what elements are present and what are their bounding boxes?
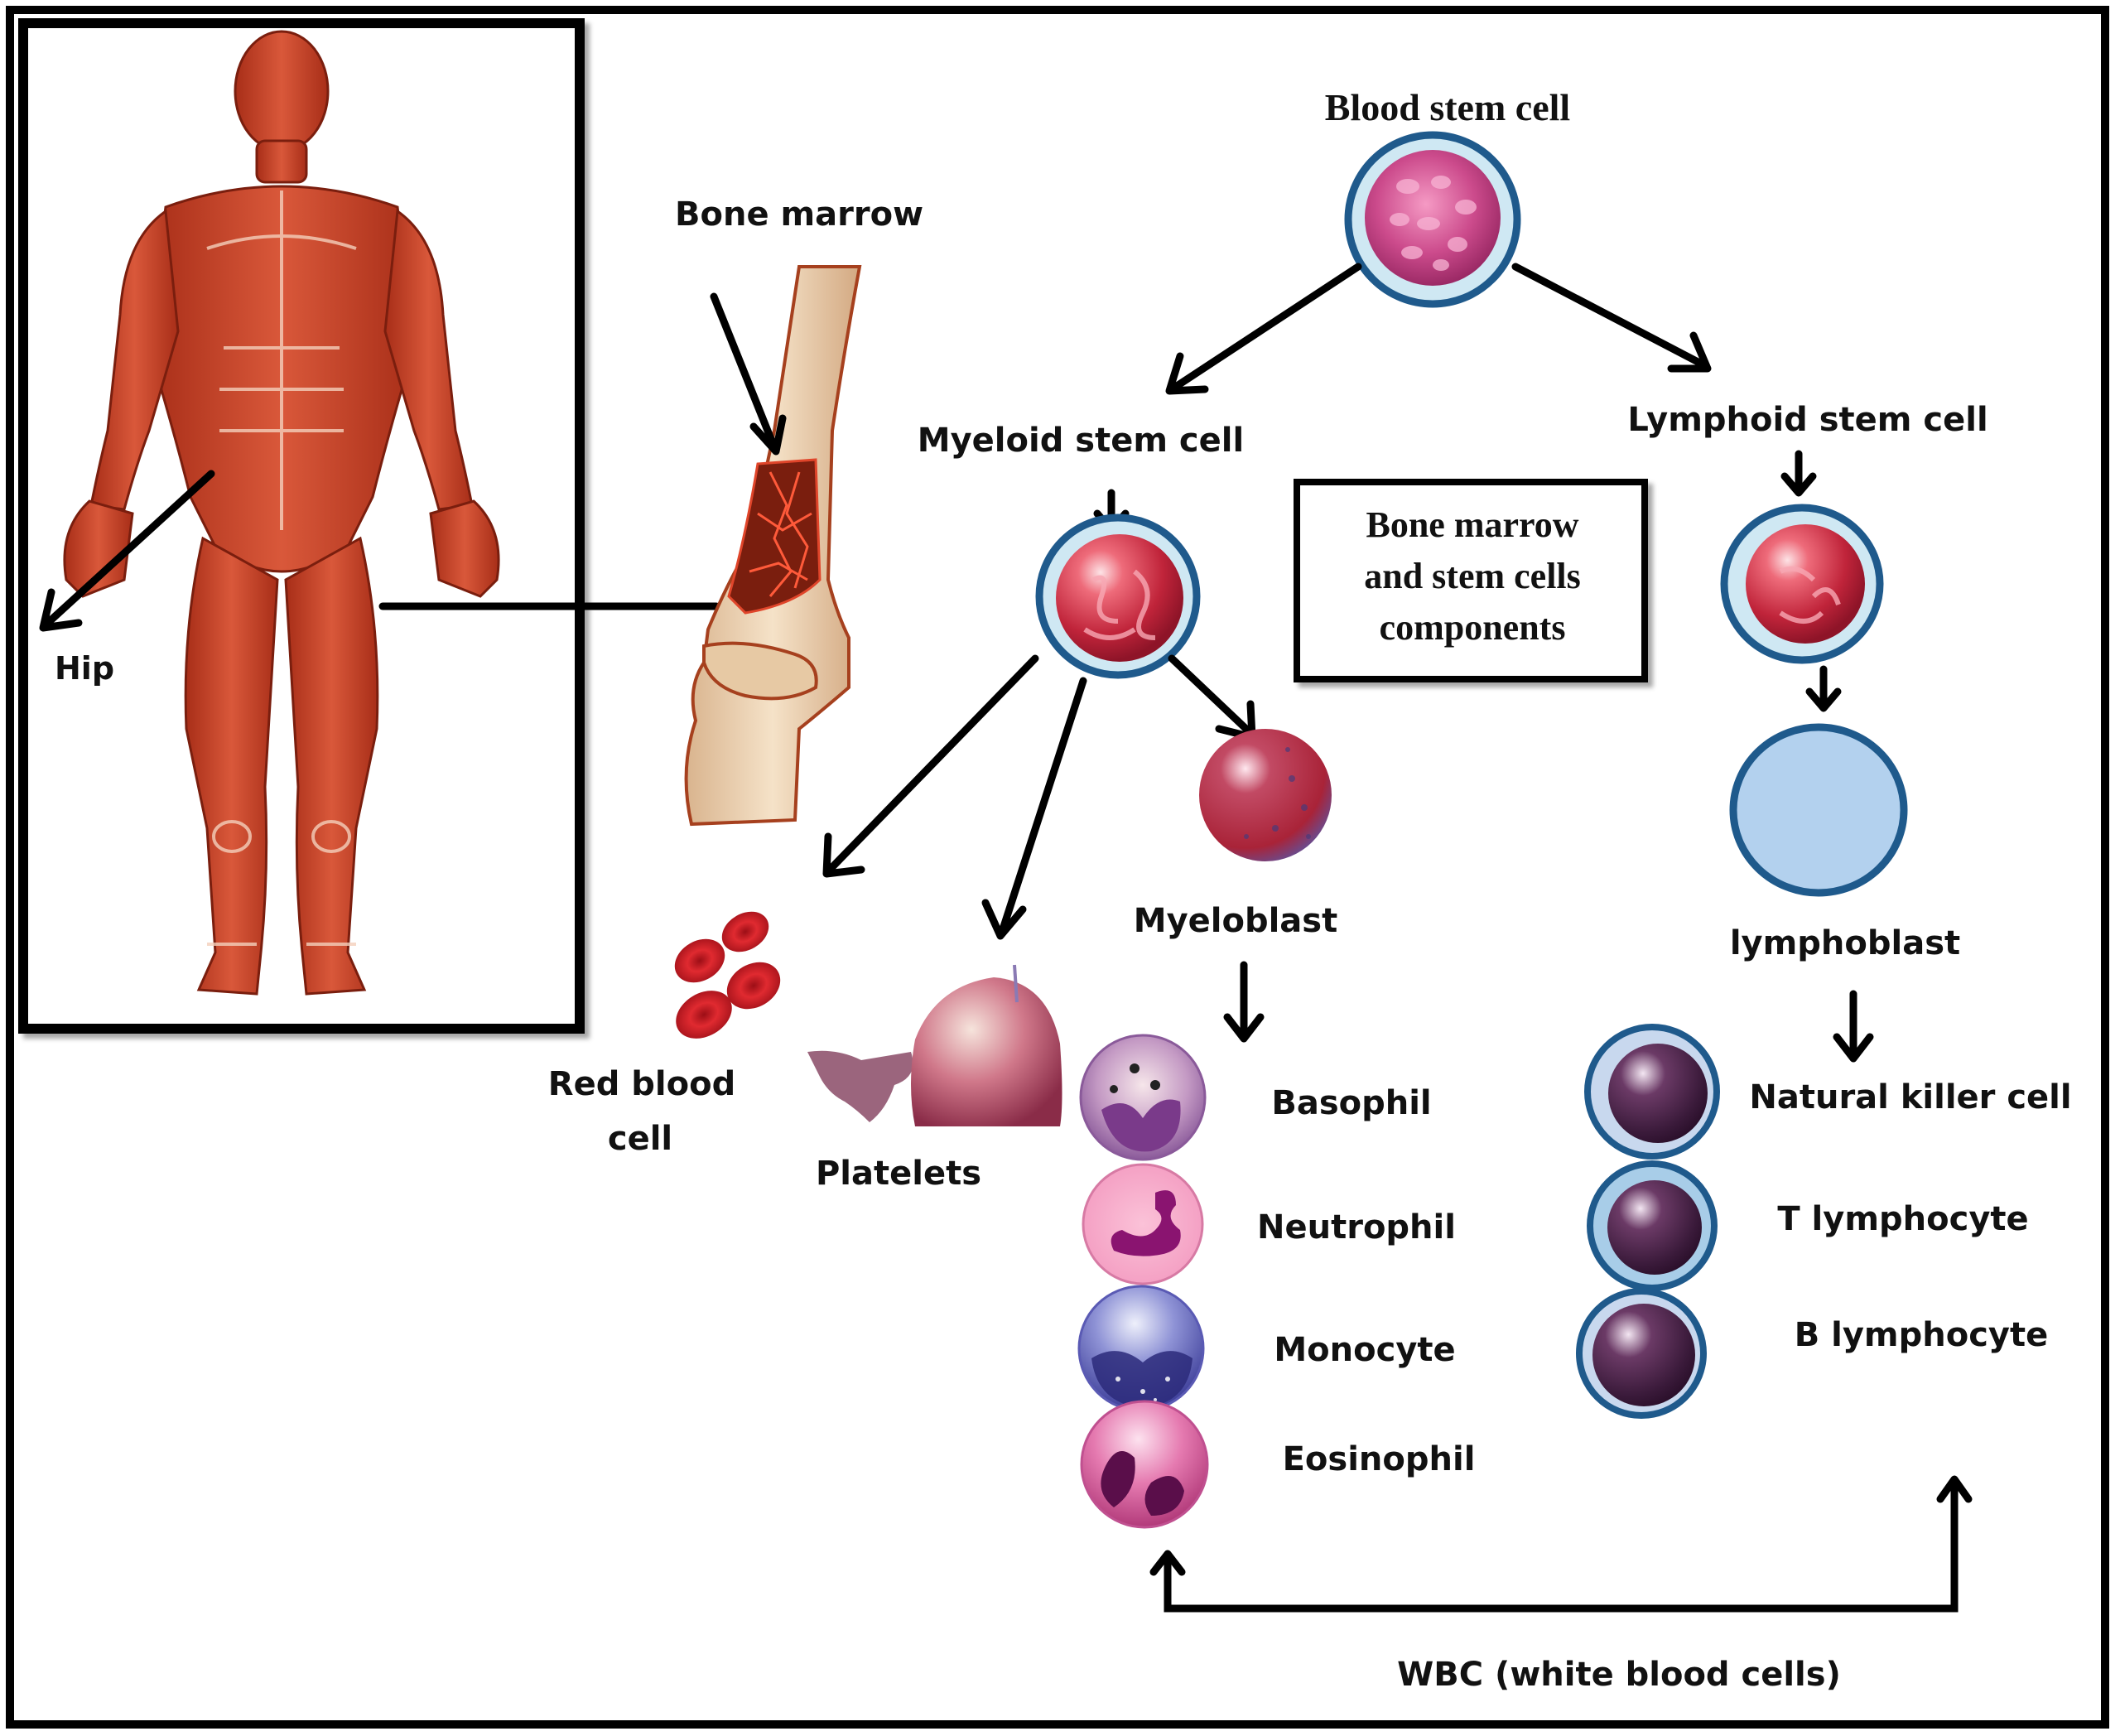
blood-stem-cell: Blood stem cell: [1325, 86, 1570, 308]
eosinophil-label: Eosinophil: [1283, 1440, 1476, 1478]
rbc-label-line1: Red blood: [548, 1065, 735, 1103]
bone-illustration: Bone marrow: [675, 195, 923, 827]
right-hand: [429, 499, 500, 598]
myeloblast-down-arrowhead: [1223, 1013, 1265, 1043]
left-hand: [63, 499, 134, 598]
t-lymphocyte-label: T lymphocyte: [1777, 1200, 2028, 1238]
head: [234, 30, 330, 152]
red-blood-cells: Red blood cell: [548, 911, 781, 1158]
basophil-nucleus: [1101, 1099, 1181, 1152]
marrow-vessels: [749, 471, 812, 597]
arrow-to-platelets-head: [981, 899, 1027, 940]
bone-marrow-arrowhead: [749, 414, 787, 456]
rbc-3: [726, 962, 781, 1010]
myeloid-stem-cell-label: Myeloid stem cell: [918, 422, 1244, 460]
platelet-spike: [1013, 964, 1019, 1003]
bone-marrow-pointer-line: [710, 292, 778, 451]
rbc-label-line2: cell: [608, 1120, 672, 1158]
arrow-to-lymphoid: [1511, 263, 1710, 370]
platelet-large: [911, 977, 1062, 1126]
platelet-small: [807, 1050, 913, 1122]
platelets: Platelets: [807, 964, 1062, 1193]
lymphoblast-label: lymphoblast: [1730, 924, 1960, 962]
eosinophil-nucleus-right: [1144, 1476, 1184, 1516]
eosinophil: Eosinophil: [1080, 1400, 1476, 1529]
basophil-label: Basophil: [1271, 1084, 1431, 1122]
t-lymphocyte: T lymphocyte: [1587, 1160, 2029, 1291]
lymphoid-stem-cell-core: [1746, 524, 1865, 644]
title-box-frame: [1294, 479, 1648, 682]
arrow-to-myeloid: [1170, 263, 1362, 392]
lymphoid-to-lymphoblast-arrowhead: [1805, 687, 1842, 712]
wbc-bracket: WBC (white blood cells): [1149, 1475, 1973, 1694]
b-lymphocyte: B lymphocyte: [1576, 1288, 2049, 1419]
rbc-2: [674, 938, 725, 983]
neutrophil-cell: [1082, 1163, 1204, 1285]
b-lymphocyte-nucleus: [1592, 1304, 1695, 1406]
myeloid-stem-cell: Myeloid stem cell: [918, 422, 1244, 679]
arrow-to-rbc: [826, 654, 1039, 874]
b-lymphocyte-label: B lymphocyte: [1795, 1316, 2049, 1354]
left-arm: [89, 209, 180, 511]
lymphoid-stem-cell: Lymphoid stem cell: [1627, 401, 1988, 712]
monocyte-nucleus: [1091, 1351, 1192, 1408]
myeloid-texture: [1083, 569, 1156, 640]
eosinophil-cell: [1080, 1400, 1209, 1529]
arrow-to-myeloblast: [1168, 654, 1255, 737]
nk-cell-nucleus: [1608, 1044, 1708, 1143]
blood-stem-cell-texture: [1390, 176, 1477, 271]
arrow-to-rbc-head: [822, 832, 865, 878]
wbc-left-arrowhead: [1149, 1550, 1186, 1576]
bone-marrow-label: Bone marrow: [675, 195, 923, 234]
myeloblast-granules: [1244, 747, 1311, 839]
title-line-1: Bone marrow: [1366, 504, 1578, 545]
blood-stem-cell-label: Blood stem cell: [1325, 86, 1570, 128]
neck: [255, 139, 308, 184]
arrow-to-platelets: [998, 677, 1087, 936]
natural-killer-cell: Natural killer cell: [1584, 1024, 2072, 1160]
myeloblast-label: Myeloblast: [1134, 902, 1337, 940]
knee-joint: [702, 641, 818, 701]
lymphoblast-cell: [1729, 723, 1908, 897]
muscle-details: [206, 190, 357, 946]
rbc-1: [721, 911, 769, 952]
body-panel: Hip: [18, 18, 585, 1034]
t-lymphocyte-nucleus: [1607, 1180, 1702, 1275]
title-line-2: and stem cells: [1364, 556, 1581, 596]
myeloblast-cell: [1199, 729, 1332, 861]
monocyte-label: Monocyte: [1274, 1331, 1455, 1369]
neutrophil: Neutrophil: [1082, 1163, 1456, 1285]
wbc-right-arrowhead: [1936, 1475, 1973, 1503]
rbc-4: [676, 991, 732, 1039]
outer-frame: [6, 6, 2109, 1729]
wbc-label: WBC (white blood cells): [1397, 1656, 1841, 1694]
myeloid-stem-cell-core: [1056, 534, 1183, 662]
title-box: Bone marrow and stem cells components: [1294, 479, 1648, 682]
monocyte: Monocyte: [1077, 1285, 1456, 1412]
arrow-to-myeloid-head: [1165, 352, 1209, 395]
title-line-3: components: [1380, 607, 1566, 648]
wbc-bracket-line: [1164, 1478, 1959, 1613]
hip-pointer-line: [46, 470, 215, 625]
lymphoblast: lymphoblast: [1729, 723, 1960, 1063]
left-leg: [184, 536, 279, 996]
lymphoid-down-arrowhead: [1780, 472, 1817, 497]
platelets-label: Platelets: [816, 1155, 981, 1193]
basophil: Basophil: [1079, 1034, 1432, 1161]
right-leg: [284, 536, 379, 996]
neutrophil-label: Neutrophil: [1257, 1208, 1456, 1247]
nk-cell-label: Natural killer cell: [1749, 1078, 2071, 1116]
lymphoblast-down-arrowhead: [1833, 1033, 1874, 1063]
arrow-to-lymphoid-head: [1667, 331, 1712, 373]
hip-arrowhead: [39, 588, 83, 632]
eosinophil-nucleus-left: [1101, 1451, 1135, 1507]
lymphoid-stem-cell-label: Lymphoid stem cell: [1627, 401, 1988, 439]
lymphoid-texture: [1779, 566, 1841, 624]
right-arm: [383, 209, 474, 511]
myeloblast: Myeloblast: [1134, 729, 1337, 1043]
neutrophil-nucleus: [1111, 1190, 1181, 1256]
hip-label: Hip: [55, 650, 114, 687]
